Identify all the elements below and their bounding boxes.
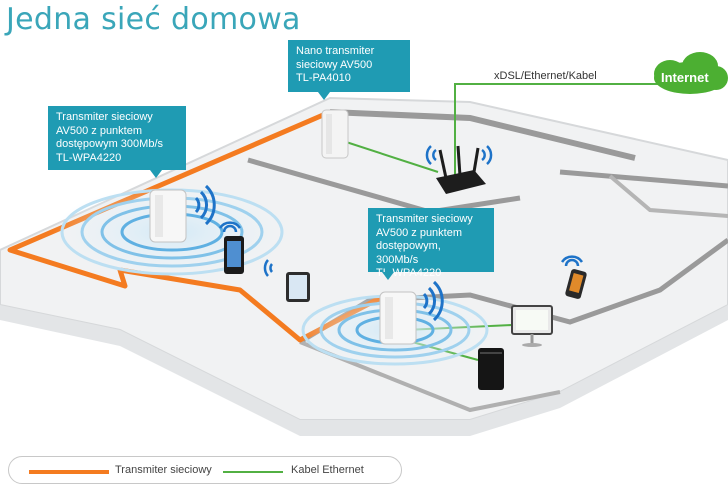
callout-nano-line2: sieciowy AV500: [296, 58, 373, 71]
callout-nano-line1: Nano transmiter: [296, 45, 375, 57]
callout-wifi-adapter-center: Transmiter sieciowy AV500 z punktem dost…: [368, 208, 494, 280]
wifi-signal-router-icon: [425, 145, 493, 165]
callout-center-line1: Transmiter sieciowy: [376, 213, 473, 225]
wifi-adapter-left-icon: [149, 189, 187, 243]
wifi-signal-tablet-icon: [263, 259, 274, 277]
tablet-icon: [286, 272, 310, 302]
wifi-adapter-center-icon: [379, 291, 417, 345]
wifi-signal-left-icon: [194, 184, 216, 226]
callout-left-line2: AV500 z punktem: [56, 124, 143, 137]
callout-nano-line3: TL-PA4010: [296, 72, 351, 84]
internet-label: Internet: [661, 70, 709, 85]
callout-left-line1: Transmiter sieciowy: [56, 111, 153, 123]
legend: Transmiter sieciowy Kabel Ethernet: [8, 456, 402, 484]
smartphone-icon: [224, 236, 244, 274]
callout-left-line4: TL-WPA4220: [56, 151, 122, 164]
router-icon: [436, 145, 486, 194]
game-console-icon: [478, 348, 504, 390]
legend-ethernet-swatch: [223, 471, 283, 473]
callout-center-line2: AV500 z punktem: [376, 226, 463, 239]
callout-nano-adapter: Nano transmiter sieciowy AV500 TL-PA4010: [288, 40, 410, 100]
callout-wifi-adapter-left: Transmiter sieciowy AV500 z punktem dost…: [48, 106, 186, 178]
ethernet-cable-internet: [454, 83, 658, 180]
callout-left-line3: dostępowym 300Mb/s: [56, 138, 163, 150]
legend-powerline-swatch: [29, 470, 109, 474]
ethernet-cable-router: [339, 139, 439, 173]
wall-right-inner: [608, 174, 728, 218]
internet-link-label: xDSL/Ethernet/Kabel: [494, 70, 597, 82]
legend-powerline-label: Transmiter sieciowy: [115, 464, 212, 476]
phone-stand-icon: [565, 269, 587, 299]
page-title: Jedna sieć domowa: [6, 2, 301, 37]
callout-center-line3: dostępowym, 300Mb/s: [376, 240, 441, 266]
wifi-signal-phone-icon: [218, 221, 242, 233]
wall-right: [559, 169, 728, 189]
floor-slab-edge: [0, 305, 728, 436]
nano-adapter-icon: [321, 109, 349, 159]
wifi-signal-phone-stand-icon: [560, 255, 584, 267]
wifi-signal-center-icon: [422, 280, 444, 322]
wall-top: [329, 109, 636, 161]
internet-cloud-icon: [654, 52, 728, 94]
legend-ethernet-label: Kabel Ethernet: [291, 464, 364, 476]
monitor-icon: [511, 305, 553, 347]
